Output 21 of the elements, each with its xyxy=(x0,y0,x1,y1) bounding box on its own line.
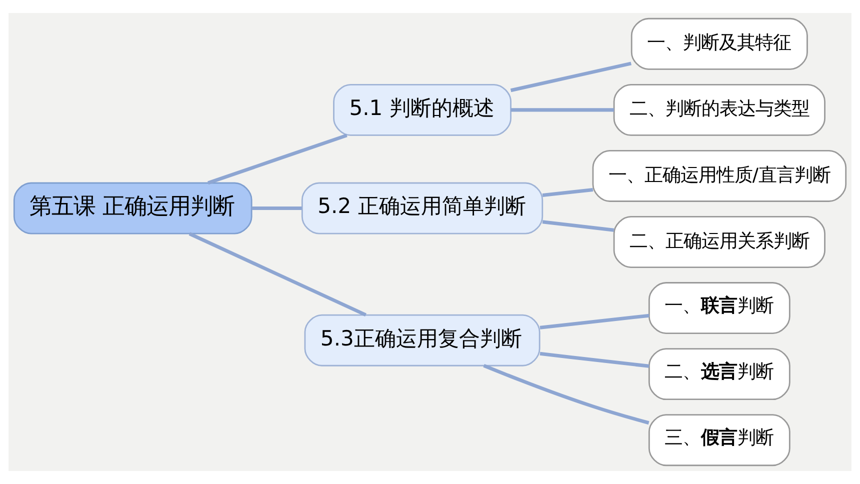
node-box: 一、判断及其特征 xyxy=(630,18,808,70)
connector xyxy=(542,188,594,197)
connector xyxy=(510,62,632,92)
node-box: 第五课 正确运用判断 xyxy=(13,182,252,234)
node-box: 一、正确运用性质/直言判断 xyxy=(592,150,847,202)
node-box: 5.3正确运用复合判断 xyxy=(304,314,540,366)
node-box: 5.1 判断的概述 xyxy=(333,84,512,136)
connector xyxy=(483,364,650,425)
node-box: 二、判断的表达与类型 xyxy=(613,84,826,136)
connector xyxy=(542,220,614,232)
connector xyxy=(540,314,650,330)
connector xyxy=(252,206,302,210)
node-box: 三、假言判断 xyxy=(648,414,790,466)
connector xyxy=(540,352,650,368)
node-box: 5.2 正确运用简单判断 xyxy=(301,182,544,234)
node-box: 二、选言判断 xyxy=(648,348,790,400)
connector xyxy=(188,232,367,317)
connector xyxy=(510,108,614,112)
connector xyxy=(208,134,348,185)
node-box: 二、正确运用关系判断 xyxy=(613,216,826,268)
node-box: 一、联言判断 xyxy=(648,282,790,334)
